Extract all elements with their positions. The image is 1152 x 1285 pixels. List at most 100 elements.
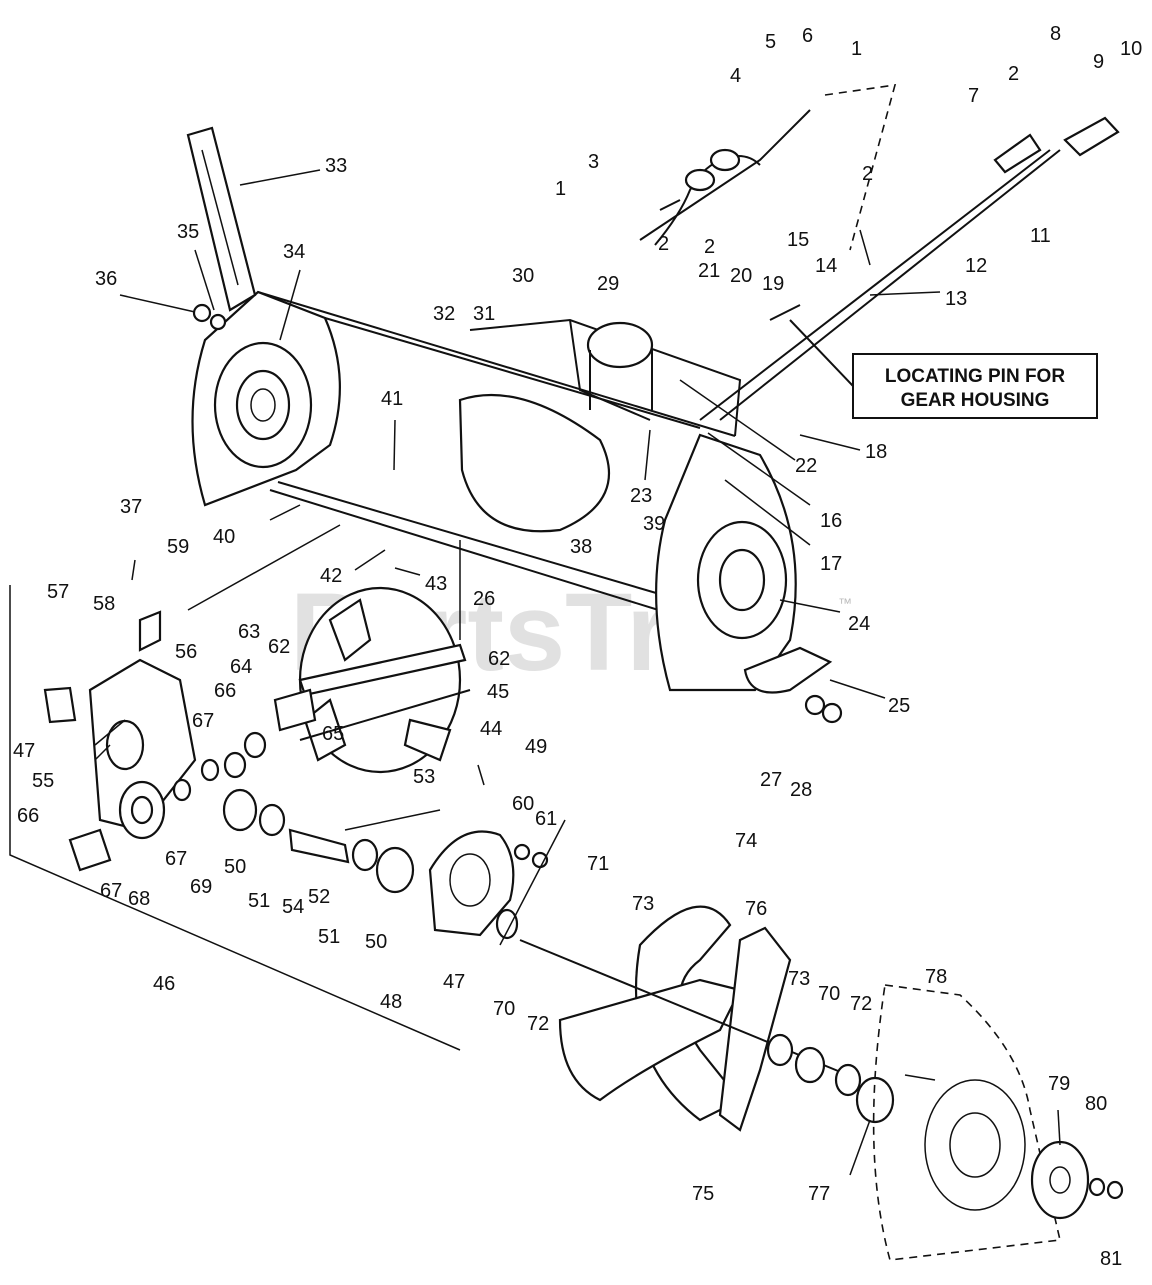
label-2b: 2 bbox=[704, 236, 715, 258]
label-2: 2 bbox=[1008, 63, 1019, 85]
label-39: 39 bbox=[643, 513, 665, 535]
gear-case-left bbox=[43, 658, 197, 832]
label-26: 26 bbox=[473, 588, 495, 610]
label-29: 29 bbox=[597, 273, 619, 295]
label-12: 12 bbox=[965, 255, 987, 277]
label-50b: 50 bbox=[365, 931, 387, 953]
label-76: 76 bbox=[745, 898, 767, 920]
locating-pin-callout: LOCATING PIN FOR GEAR HOUSING bbox=[789, 319, 1098, 419]
label-48: 48 bbox=[380, 991, 402, 1013]
label-4: 4 bbox=[730, 65, 741, 87]
label-11: 11 bbox=[1030, 225, 1051, 247]
label-2d: 2 bbox=[658, 233, 669, 255]
drive-components bbox=[68, 688, 471, 894]
label-38: 38 bbox=[570, 536, 592, 558]
label-62b: 62 bbox=[488, 648, 510, 670]
side-housing-dashed bbox=[872, 984, 1124, 1261]
label-63: 63 bbox=[238, 621, 260, 643]
label-13: 13 bbox=[945, 288, 967, 310]
label-19: 19 bbox=[762, 273, 784, 295]
label-41: 41 bbox=[381, 388, 403, 410]
label-51: 51 bbox=[248, 890, 270, 912]
label-44: 44 bbox=[480, 718, 502, 740]
label-2c: 2 bbox=[862, 163, 873, 185]
label-33: 33 bbox=[325, 155, 347, 177]
crank-rods bbox=[639, 84, 1120, 421]
label-77: 77 bbox=[808, 1183, 830, 1205]
label-45: 45 bbox=[487, 681, 509, 703]
label-1b: 1 bbox=[555, 178, 566, 200]
label-34: 34 bbox=[283, 241, 305, 263]
label-36: 36 bbox=[95, 268, 117, 290]
label-10: 10 bbox=[1120, 38, 1142, 60]
label-56: 56 bbox=[175, 641, 197, 663]
label-52: 52 bbox=[308, 886, 330, 908]
label-65: 65 bbox=[322, 723, 344, 745]
label-70: 70 bbox=[493, 998, 515, 1020]
label-18: 18 bbox=[865, 441, 887, 463]
label-79: 79 bbox=[1048, 1073, 1070, 1095]
label-81: 81 bbox=[1100, 1248, 1122, 1270]
label-32: 32 bbox=[433, 303, 455, 325]
label-21: 21 bbox=[698, 260, 720, 282]
label-8: 8 bbox=[1050, 23, 1061, 45]
label-22: 22 bbox=[795, 455, 817, 477]
label-59: 59 bbox=[167, 536, 189, 558]
label-68: 68 bbox=[128, 888, 150, 910]
label-37: 37 bbox=[120, 496, 142, 518]
auger-housing bbox=[191, 290, 797, 692]
label-74: 74 bbox=[735, 830, 757, 852]
label-5: 5 bbox=[765, 31, 776, 53]
label-1: 1 bbox=[851, 38, 862, 60]
label-3: 3 bbox=[588, 151, 599, 173]
gear-housing bbox=[428, 830, 519, 940]
label-15: 15 bbox=[787, 229, 809, 251]
label-17: 17 bbox=[820, 553, 842, 575]
label-66: 66 bbox=[17, 805, 39, 827]
label-16: 16 bbox=[820, 510, 842, 532]
label-46: 46 bbox=[153, 973, 175, 995]
label-9: 9 bbox=[1093, 51, 1104, 73]
label-58: 58 bbox=[93, 593, 115, 615]
label-51b: 51 bbox=[318, 926, 340, 948]
label-72: 72 bbox=[527, 1013, 549, 1035]
label-61: 61 bbox=[535, 808, 557, 830]
label-67c: 67 bbox=[100, 880, 122, 902]
label-67: 67 bbox=[165, 848, 187, 870]
label-78: 78 bbox=[925, 966, 947, 988]
label-35: 35 bbox=[177, 221, 199, 243]
label-14: 14 bbox=[815, 255, 837, 277]
label-25: 25 bbox=[888, 695, 910, 717]
label-69: 69 bbox=[190, 876, 212, 898]
part-labels: 1 2 3 4 5 6 7 8 9 10 11 12 13 14 15 16 1… bbox=[13, 23, 1142, 1270]
label-53: 53 bbox=[413, 766, 435, 788]
label-62: 62 bbox=[268, 636, 290, 658]
label-66b: 66 bbox=[214, 680, 236, 702]
label-73: 73 bbox=[632, 893, 654, 915]
label-50: 50 bbox=[224, 856, 246, 878]
hardware bbox=[138, 303, 843, 869]
label-72b: 72 bbox=[850, 993, 872, 1015]
label-23: 23 bbox=[630, 485, 652, 507]
label-71: 71 bbox=[587, 853, 609, 875]
label-47b: 47 bbox=[443, 971, 465, 993]
slotted-bar bbox=[186, 126, 257, 312]
label-28: 28 bbox=[790, 779, 812, 801]
trademark: ™ bbox=[838, 595, 852, 611]
leader-lines bbox=[9, 169, 1061, 1176]
label-43: 43 bbox=[425, 573, 447, 595]
label-73b: 73 bbox=[788, 968, 810, 990]
label-24: 24 bbox=[848, 613, 870, 635]
label-40: 40 bbox=[213, 526, 235, 548]
label-20: 20 bbox=[730, 265, 752, 287]
label-64: 64 bbox=[230, 656, 252, 678]
label-60: 60 bbox=[512, 793, 534, 815]
label-75: 75 bbox=[692, 1183, 714, 1205]
label-42: 42 bbox=[320, 565, 342, 587]
label-67b: 67 bbox=[192, 710, 214, 732]
label-80: 80 bbox=[1085, 1093, 1107, 1115]
label-6: 6 bbox=[802, 25, 813, 47]
callout-line-2: GEAR HOUSING bbox=[901, 390, 1050, 411]
